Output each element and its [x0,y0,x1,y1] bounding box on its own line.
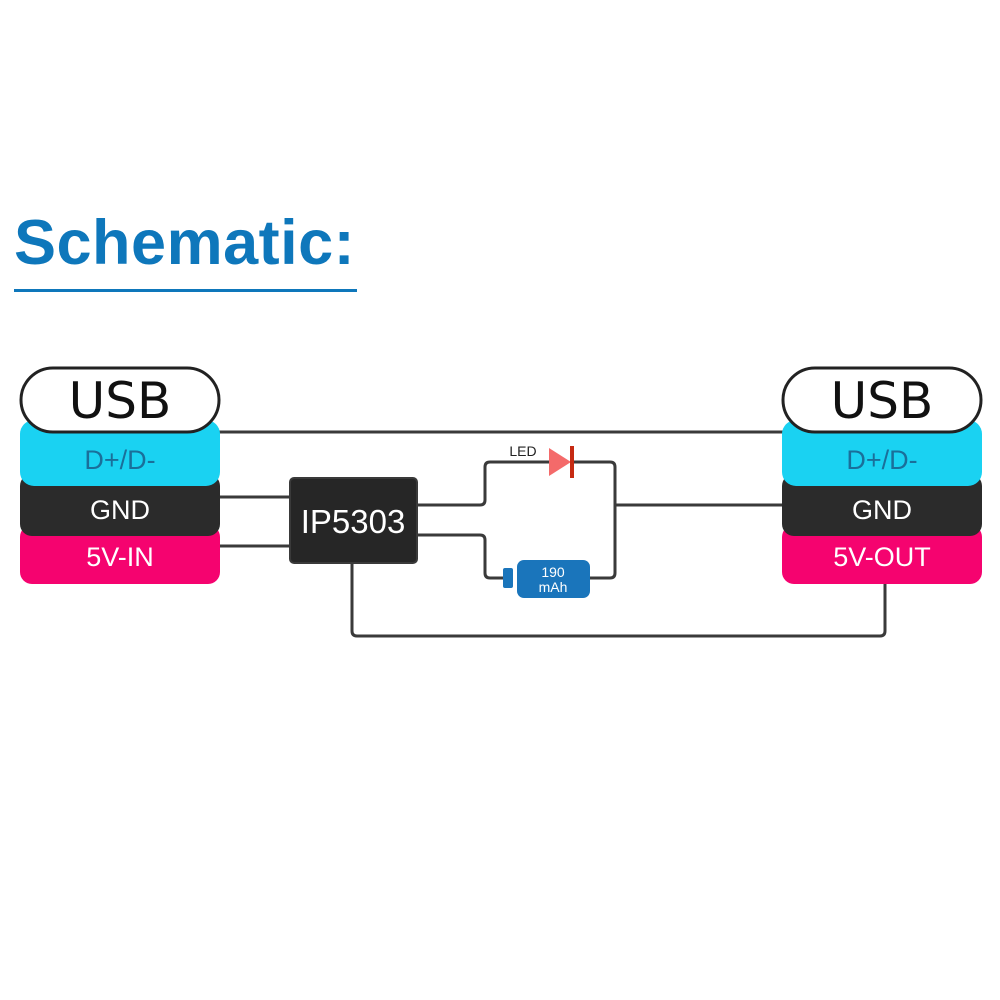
right-5v-out-band [782,525,982,584]
right-pin-data: D+/D- [846,445,917,475]
wires [218,430,887,638]
battery-body [517,560,590,598]
ip5303-chip: IP5303 [289,477,418,564]
wire-chip-led [416,460,550,507]
left-pin-data: D+/D- [84,445,155,475]
right-usb-label: USB [831,372,934,430]
right-data-band [782,420,982,486]
left-pin-gnd: GND [90,495,150,525]
battery-unit: mAh [539,579,568,595]
chip-body [289,477,418,564]
left-data-band [20,420,220,486]
battery-capacity: 190 [541,564,565,580]
chip-label: IP5303 [301,503,406,540]
right-gnd-band [782,474,982,536]
wire-chip-battery [416,533,505,580]
battery: 190 mAh [503,560,590,598]
wire-led-node [572,460,617,580]
left-gnd-band [20,474,220,536]
diode-triangle-icon [549,448,571,476]
right-usb-pill [781,366,983,434]
wire-5v-out-return [350,562,887,638]
left-5v-in-band [20,525,220,584]
left-usb-label: USB [69,372,172,430]
led-label: LED [509,443,536,459]
left-usb-connector: USB D+/D- GND 5V-IN [19,366,221,584]
right-pin-gnd: GND [852,495,912,525]
page-title: Schematic: [14,208,356,278]
battery-terminal [503,568,513,588]
right-pin-5v-out: 5V-OUT [833,542,931,572]
left-pin-5v-in: 5V-IN [86,542,154,572]
right-usb-connector: USB D+/D- GND 5V-OUT [781,366,983,584]
diode-bar-icon [570,446,574,478]
led-diode: LED [509,443,574,478]
left-usb-pill [19,366,221,434]
title-underline [14,289,357,292]
